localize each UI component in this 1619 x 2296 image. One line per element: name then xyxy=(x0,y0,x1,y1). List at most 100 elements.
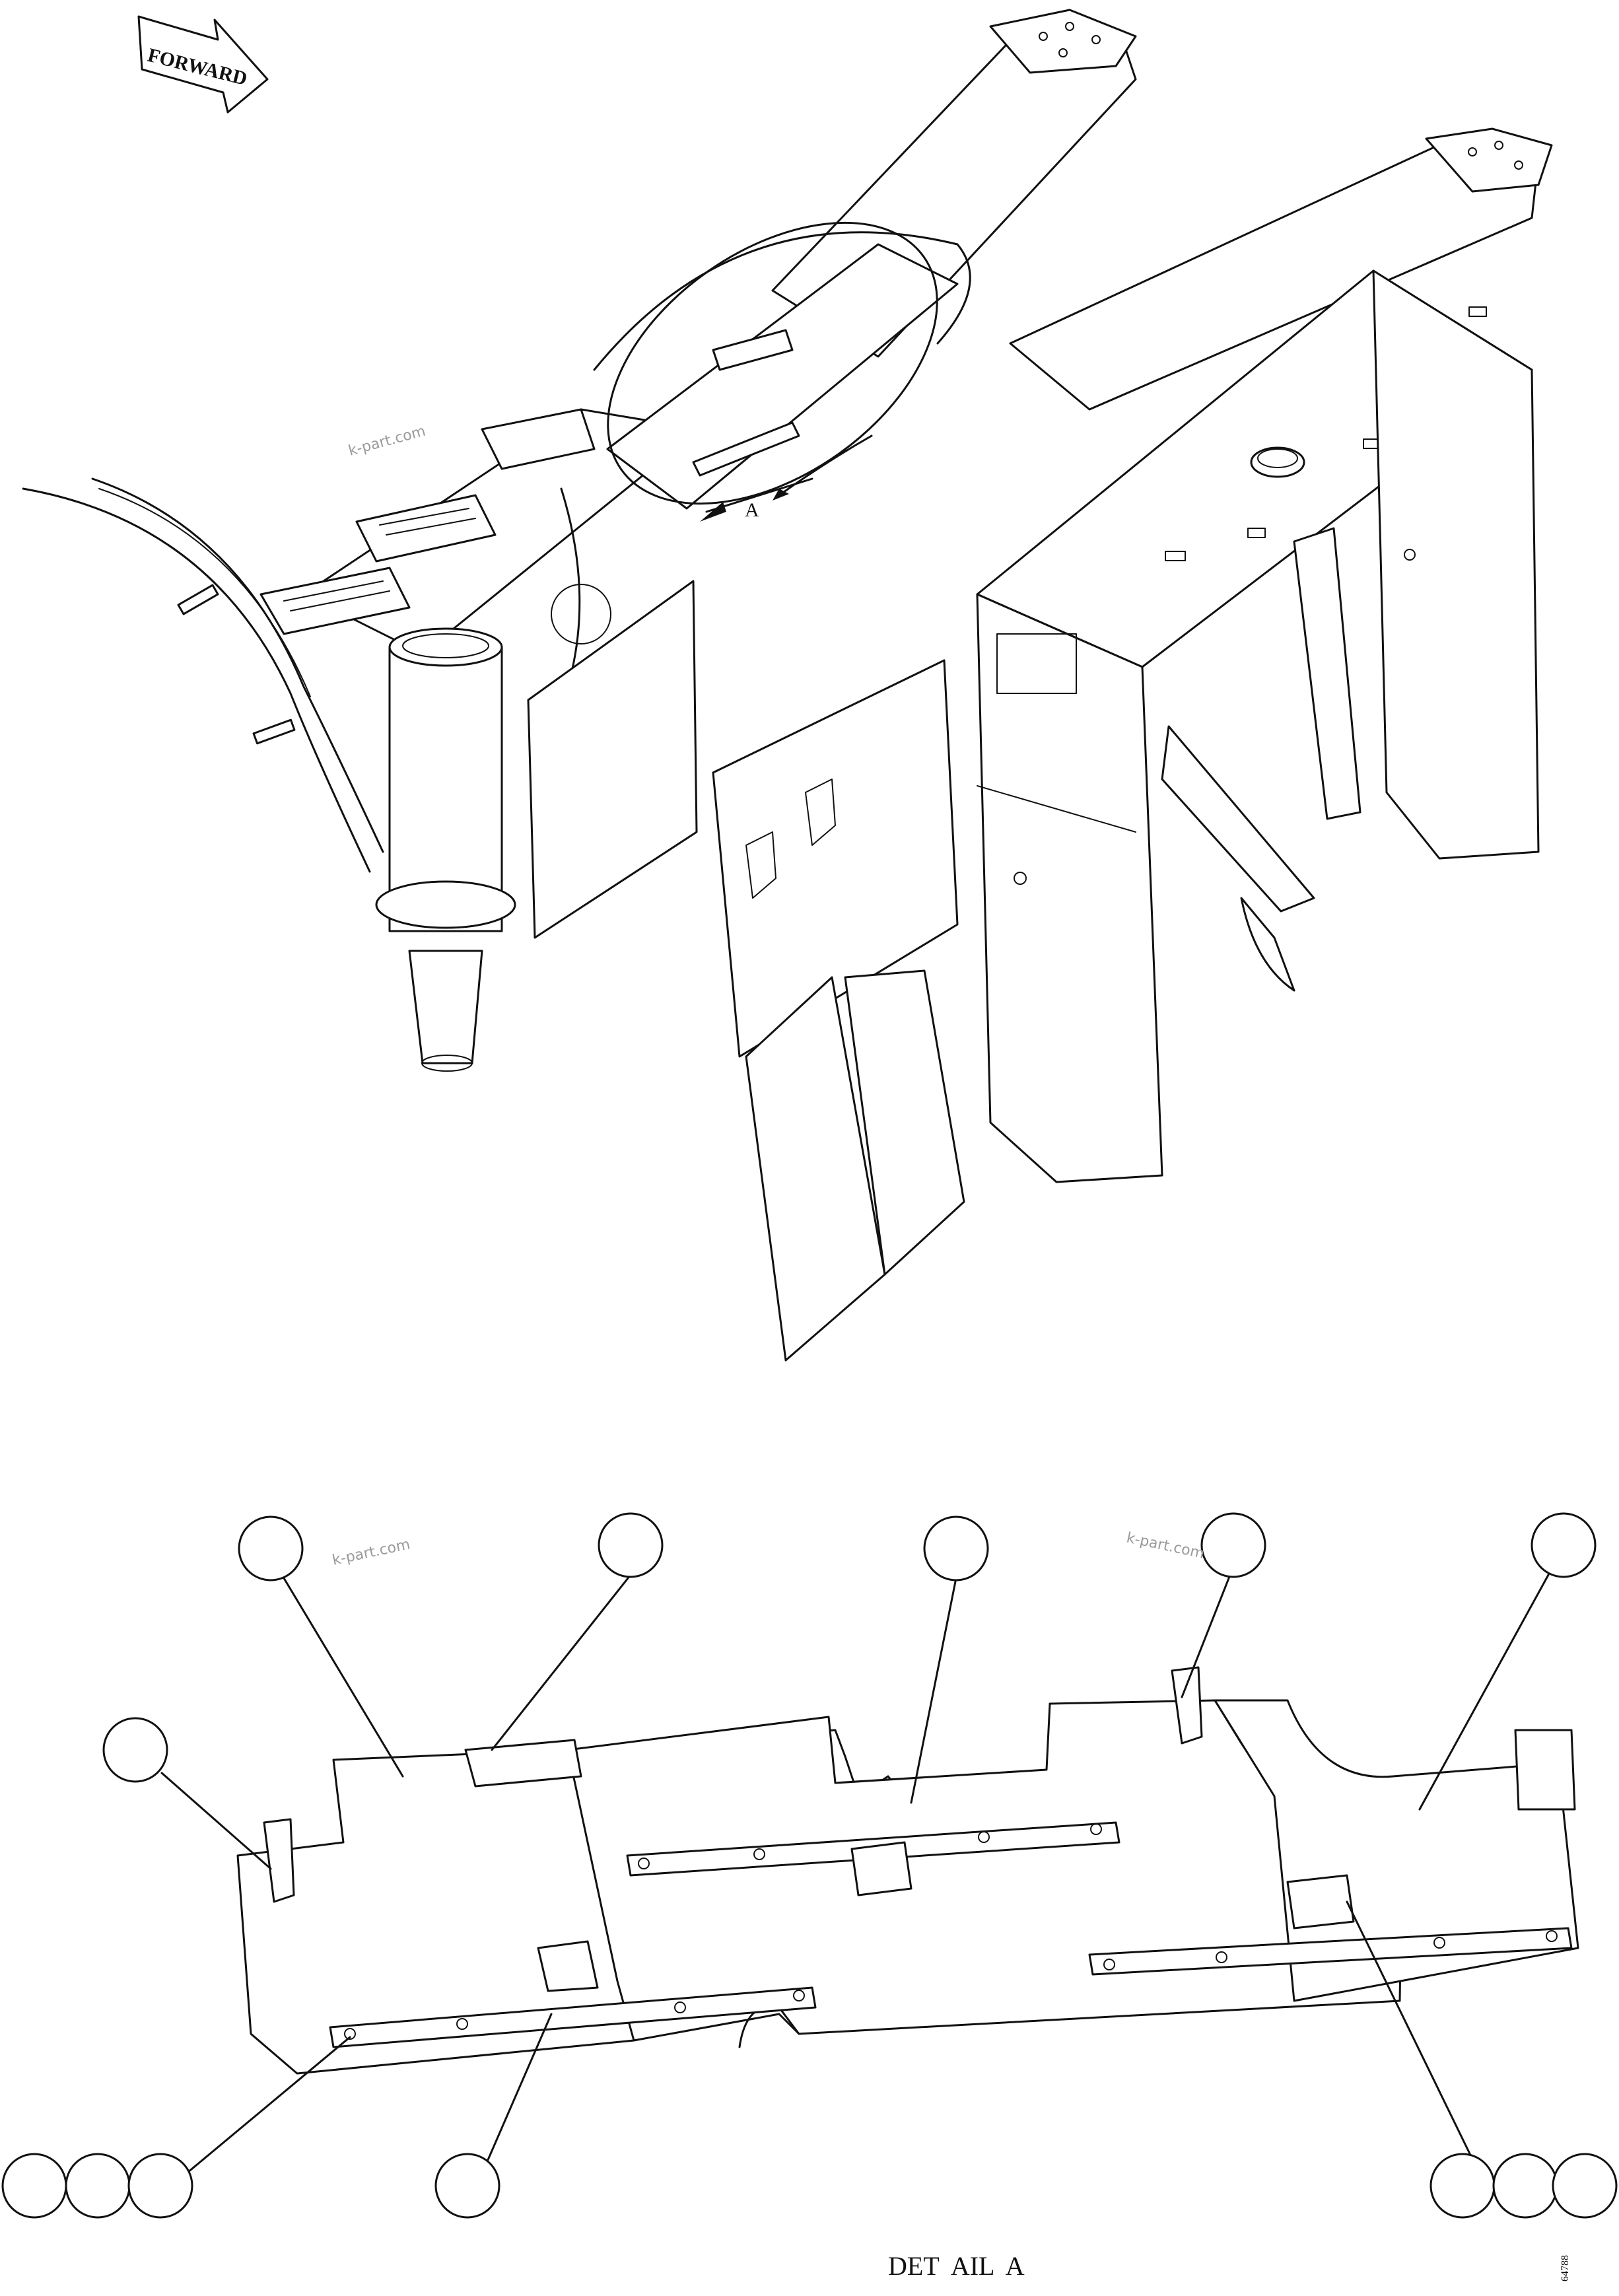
filler-cap xyxy=(1250,446,1305,478)
right-mount-plate xyxy=(1425,127,1553,193)
front-panel xyxy=(976,593,1163,1183)
view-marker-label: A xyxy=(745,499,759,521)
panel-notch xyxy=(805,779,836,846)
bracket xyxy=(1171,1666,1203,1745)
watermark-text: k-part.com xyxy=(331,1537,411,1569)
callout-balloon xyxy=(923,1515,989,1582)
callout-balloon xyxy=(434,2153,500,2219)
leader-line xyxy=(910,1577,957,1804)
bolt xyxy=(674,2001,686,2013)
rail-cutout xyxy=(692,421,800,477)
panel-notch xyxy=(745,831,776,899)
ring-lower-edge xyxy=(560,487,581,688)
lower-brace xyxy=(1161,725,1315,913)
swing-ring xyxy=(593,231,971,371)
bracket xyxy=(1286,1874,1355,1930)
bolt xyxy=(753,1848,765,1860)
callout-balloon xyxy=(238,1515,304,1582)
bolt xyxy=(1039,32,1048,41)
leader-line xyxy=(1346,1900,1477,2167)
seam xyxy=(977,785,1136,833)
brace-foot xyxy=(1240,897,1295,992)
leader-line xyxy=(484,2013,553,2167)
forward-arrow-shape xyxy=(137,15,269,114)
access-window xyxy=(996,633,1077,694)
view-pointer-curve xyxy=(778,435,873,497)
bracket xyxy=(850,1841,913,1896)
swivel-top xyxy=(388,627,503,667)
hose xyxy=(91,477,384,853)
tab xyxy=(1247,528,1266,538)
bolt xyxy=(1433,1937,1445,1949)
detail-title: DET AIL A xyxy=(888,2251,1025,2281)
bolt xyxy=(1103,1959,1115,1970)
rear-wall xyxy=(1372,269,1540,860)
mounting-bar-right xyxy=(1088,1927,1573,1976)
swivel-flange xyxy=(375,880,516,929)
bracket xyxy=(464,1739,582,1788)
bolt xyxy=(638,1858,650,1869)
cover-plate xyxy=(527,580,698,939)
filler-cap-rim xyxy=(1257,448,1298,468)
bracket xyxy=(263,1818,295,1903)
left-bracket-1 xyxy=(259,567,411,635)
tab xyxy=(1165,551,1186,561)
left-bracket-2 xyxy=(355,494,497,563)
callout-balloon xyxy=(1492,2153,1558,2219)
callout-balloon xyxy=(127,2153,193,2219)
bracket xyxy=(537,1940,599,1992)
hose xyxy=(98,488,311,697)
side-leg xyxy=(1293,527,1361,820)
callout-balloon xyxy=(1200,1512,1266,1578)
callout-balloon xyxy=(1,2153,67,2219)
tab xyxy=(1468,306,1487,317)
callout-balloon xyxy=(1531,1512,1597,1578)
swivel-shaft xyxy=(408,950,483,1064)
leader-line xyxy=(283,1577,404,1778)
leader-line xyxy=(1418,1574,1550,1811)
hose-clamp xyxy=(252,718,296,745)
callout-balloon xyxy=(1552,2153,1618,2219)
slot xyxy=(386,518,476,536)
leader-line xyxy=(170,2036,351,2187)
bolt xyxy=(1090,1823,1102,1835)
hole xyxy=(1404,549,1416,561)
slot xyxy=(283,580,384,602)
upper-mount-plate xyxy=(989,9,1137,74)
view-arrowhead xyxy=(700,502,726,522)
slot xyxy=(290,590,390,611)
watermark-text: k-part.com xyxy=(1125,1529,1206,1562)
callout-balloon xyxy=(598,1512,664,1578)
callout-balloon xyxy=(65,2153,131,2219)
callout-balloon xyxy=(1430,2153,1496,2219)
bracket xyxy=(1514,1729,1576,1811)
hanging-panel-side xyxy=(844,969,965,1276)
frame-assembly: A xyxy=(22,9,1553,1362)
detail-a xyxy=(1,1512,1618,2219)
hose-clamp xyxy=(177,584,219,615)
bolt xyxy=(1058,48,1068,57)
bolt xyxy=(1514,160,1523,170)
bolt xyxy=(456,2018,468,2030)
bolt xyxy=(1065,22,1074,31)
hole xyxy=(1014,872,1027,885)
forward-arrow: FORWARD xyxy=(137,15,269,114)
bolt xyxy=(1216,1951,1227,1963)
hose xyxy=(22,487,371,873)
drawing-id: 64788 xyxy=(1560,2255,1571,2281)
center-swivel xyxy=(375,627,516,1072)
leader-line xyxy=(491,1574,632,1751)
bolt xyxy=(1091,35,1101,44)
slot xyxy=(379,508,469,526)
callout-balloon xyxy=(102,1717,168,1783)
swivel-bolt-ring xyxy=(402,633,489,658)
bolt xyxy=(978,1831,990,1843)
access-port xyxy=(551,584,611,644)
shaft-end xyxy=(421,1055,473,1072)
mounting-bar-left xyxy=(329,1986,817,2048)
rail-cutout xyxy=(712,329,794,371)
bolt xyxy=(1546,1930,1558,1942)
left-bracket-3 xyxy=(481,408,596,470)
bolt xyxy=(344,2028,356,2040)
